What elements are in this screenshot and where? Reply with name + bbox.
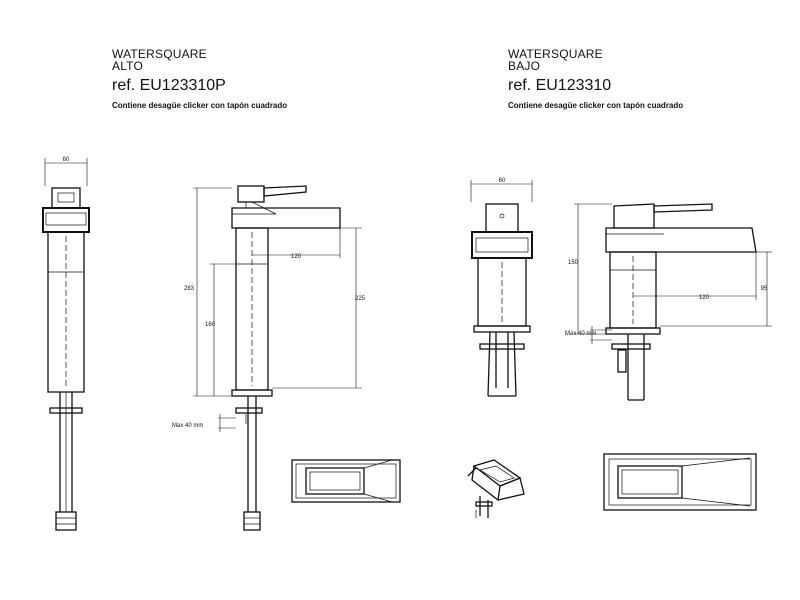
series-name: WATERSQUARE <box>112 47 207 61</box>
variant-name: BAJO <box>508 59 541 73</box>
alto-top-view <box>291 459 401 503</box>
description: Contiene desagüe clicker con tapón cuadr… <box>112 101 288 110</box>
alto-total-height-label: 283 <box>184 286 195 292</box>
alto-spout-height-label: 225 <box>355 296 366 302</box>
alto-spout-reach-label: 120 <box>291 254 302 260</box>
bajo-top-view <box>603 453 757 511</box>
bajo-side-view: 150 95 120 Max 40 mm <box>565 203 772 401</box>
variant-name: ALTO <box>112 59 144 73</box>
alto-width-label: 60 <box>63 157 70 163</box>
bajo-spout-reach-label: 120 <box>699 295 710 301</box>
reference-code: ref. EU123310P <box>112 77 226 94</box>
header-alto: WATERSQUARE ALTO ref. EU123310P Contiene… <box>112 48 287 110</box>
alto-body-height-label: 160 <box>205 322 216 328</box>
header-bajo: WATERSQUARE BAJO ref. EU123310 Contiene … <box>508 48 683 110</box>
reference-code: ref. EU123310 <box>508 77 612 94</box>
alto-max-deck-label: Max 40 mm <box>172 423 203 429</box>
alto-side-view: 283 160 120 225 Max 40 mm <box>172 185 366 531</box>
bajo-total-height-label: 150 <box>568 260 579 266</box>
series-name: WATERSQUARE <box>508 47 603 61</box>
description: Contiene desagüe clicker con tapón cuadr… <box>508 101 684 110</box>
bajo-width-label: 60 <box>499 178 506 184</box>
bajo-max-deck-label: Max 40 mm <box>565 331 596 337</box>
bajo-perspective-view <box>467 459 525 518</box>
bajo-front-view: 60 <box>470 178 533 397</box>
bajo-spout-height-label: 95 <box>761 286 768 292</box>
alto-front-view: 60 <box>42 157 90 531</box>
